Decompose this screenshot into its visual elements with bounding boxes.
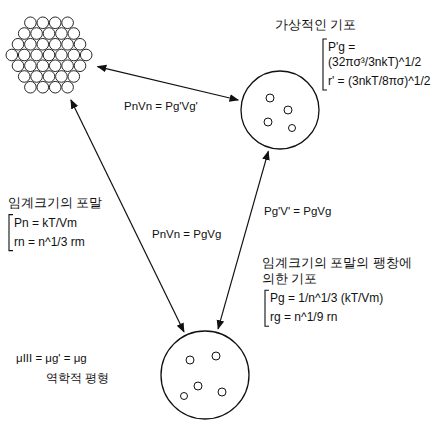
gas-molecule [186, 356, 194, 364]
gas-molecule [264, 118, 272, 126]
molecule-circle [68, 49, 80, 61]
gas-molecule [194, 382, 202, 390]
bubble-node: 가상적인 기포P'g = (32πσ³/3nkT)^1/2r' = (3nkT/… [240, 70, 320, 150]
bubble-circle [241, 71, 319, 149]
molecule-circle [25, 60, 37, 72]
relation-arrow [71, 100, 184, 332]
node-heading: 가상적인 기포 [275, 18, 395, 34]
molecule-circle [37, 17, 49, 29]
molecule-circle [18, 71, 30, 83]
bubble-node: 임계크기의 포말의 팽창에 의한 기포Pg = 1/n^1/3 (kT/Vm)r… [160, 330, 250, 420]
bubble-circle [161, 331, 249, 419]
molecule-circle [62, 17, 74, 29]
molecule-circle [49, 81, 61, 93]
formula-text: P'g = (32πσ³/3nkT)^1/2 [328, 40, 432, 70]
gas-molecule [181, 393, 188, 400]
molecule-circle [74, 60, 86, 72]
node-heading: 임계크기의 포말 [8, 196, 103, 212]
relation-label: PnVn = PgVg [150, 228, 223, 242]
formula-bracket [265, 290, 269, 326]
molecule-circle [12, 60, 24, 72]
molecule-circle [56, 71, 68, 83]
gas-molecule [289, 125, 296, 132]
molecule-circle [31, 28, 43, 40]
formula-text: rn = n^1/3 rm [14, 235, 99, 250]
molecule-circle [49, 60, 61, 72]
relation-arrow [218, 151, 268, 328]
molecule-circle [68, 71, 80, 83]
relation-arrow [98, 67, 239, 100]
formula-bracket [9, 215, 13, 251]
relation-label: PnVn = Pg'Vg' [122, 100, 200, 114]
gas-molecule [218, 388, 226, 396]
molecule-circle [68, 28, 80, 40]
molecule-circle [62, 60, 74, 72]
molecule-circle [62, 81, 74, 93]
molecule-circle [56, 28, 68, 40]
bubble-outline [160, 330, 250, 420]
molecule-circle [80, 49, 92, 61]
molecule-circle [49, 17, 61, 29]
formula-bracket [323, 39, 327, 90]
formula-text: rg = n^1/9 rn [270, 310, 425, 325]
molecule-circle [31, 49, 43, 61]
bubble-outline [240, 70, 320, 150]
relation-label: Pg'V' = PgVg [262, 205, 333, 219]
gas-molecule [212, 352, 220, 360]
molecule-circle [49, 38, 61, 50]
molecule-circle [25, 17, 37, 29]
molecule-circle [37, 60, 49, 72]
molecule-circle [43, 28, 55, 40]
molecule-circle [56, 49, 68, 61]
molecule-circle [25, 38, 37, 50]
molecule-circle [43, 71, 55, 83]
equilibrium-label: 역학적 평형 [44, 372, 111, 386]
cluster-figure [2, 8, 96, 102]
node-heading: 임계크기의 포말의 팽창에 의한 기포 [262, 256, 427, 287]
molecule-circle [18, 49, 30, 61]
molecule-circle [43, 49, 55, 61]
molecule-circle [37, 38, 49, 50]
molecule-circle [62, 38, 74, 50]
molecule-circle [25, 81, 37, 93]
molecule-circle [31, 71, 43, 83]
molecule-circle [12, 38, 24, 50]
molecule-circle [6, 49, 18, 61]
molecule-circle [74, 38, 86, 50]
equilibrium-label: μIII = μg' = μg [14, 352, 89, 366]
gas-molecule [284, 106, 292, 114]
formula-text: r' = (3nkT/8πσ)^1/2 [328, 74, 432, 89]
gas-molecule [266, 94, 274, 102]
formula-text: Pg = 1/n^1/3 (kT/Vm) [270, 291, 425, 306]
cluster-node: 임계크기의 포말Pn = kT/Vmrn = n^1/3 rm [2, 8, 96, 102]
molecule-circle [18, 28, 30, 40]
formula-text: Pn = kT/Vm [14, 216, 99, 231]
molecule-circle [37, 81, 49, 93]
